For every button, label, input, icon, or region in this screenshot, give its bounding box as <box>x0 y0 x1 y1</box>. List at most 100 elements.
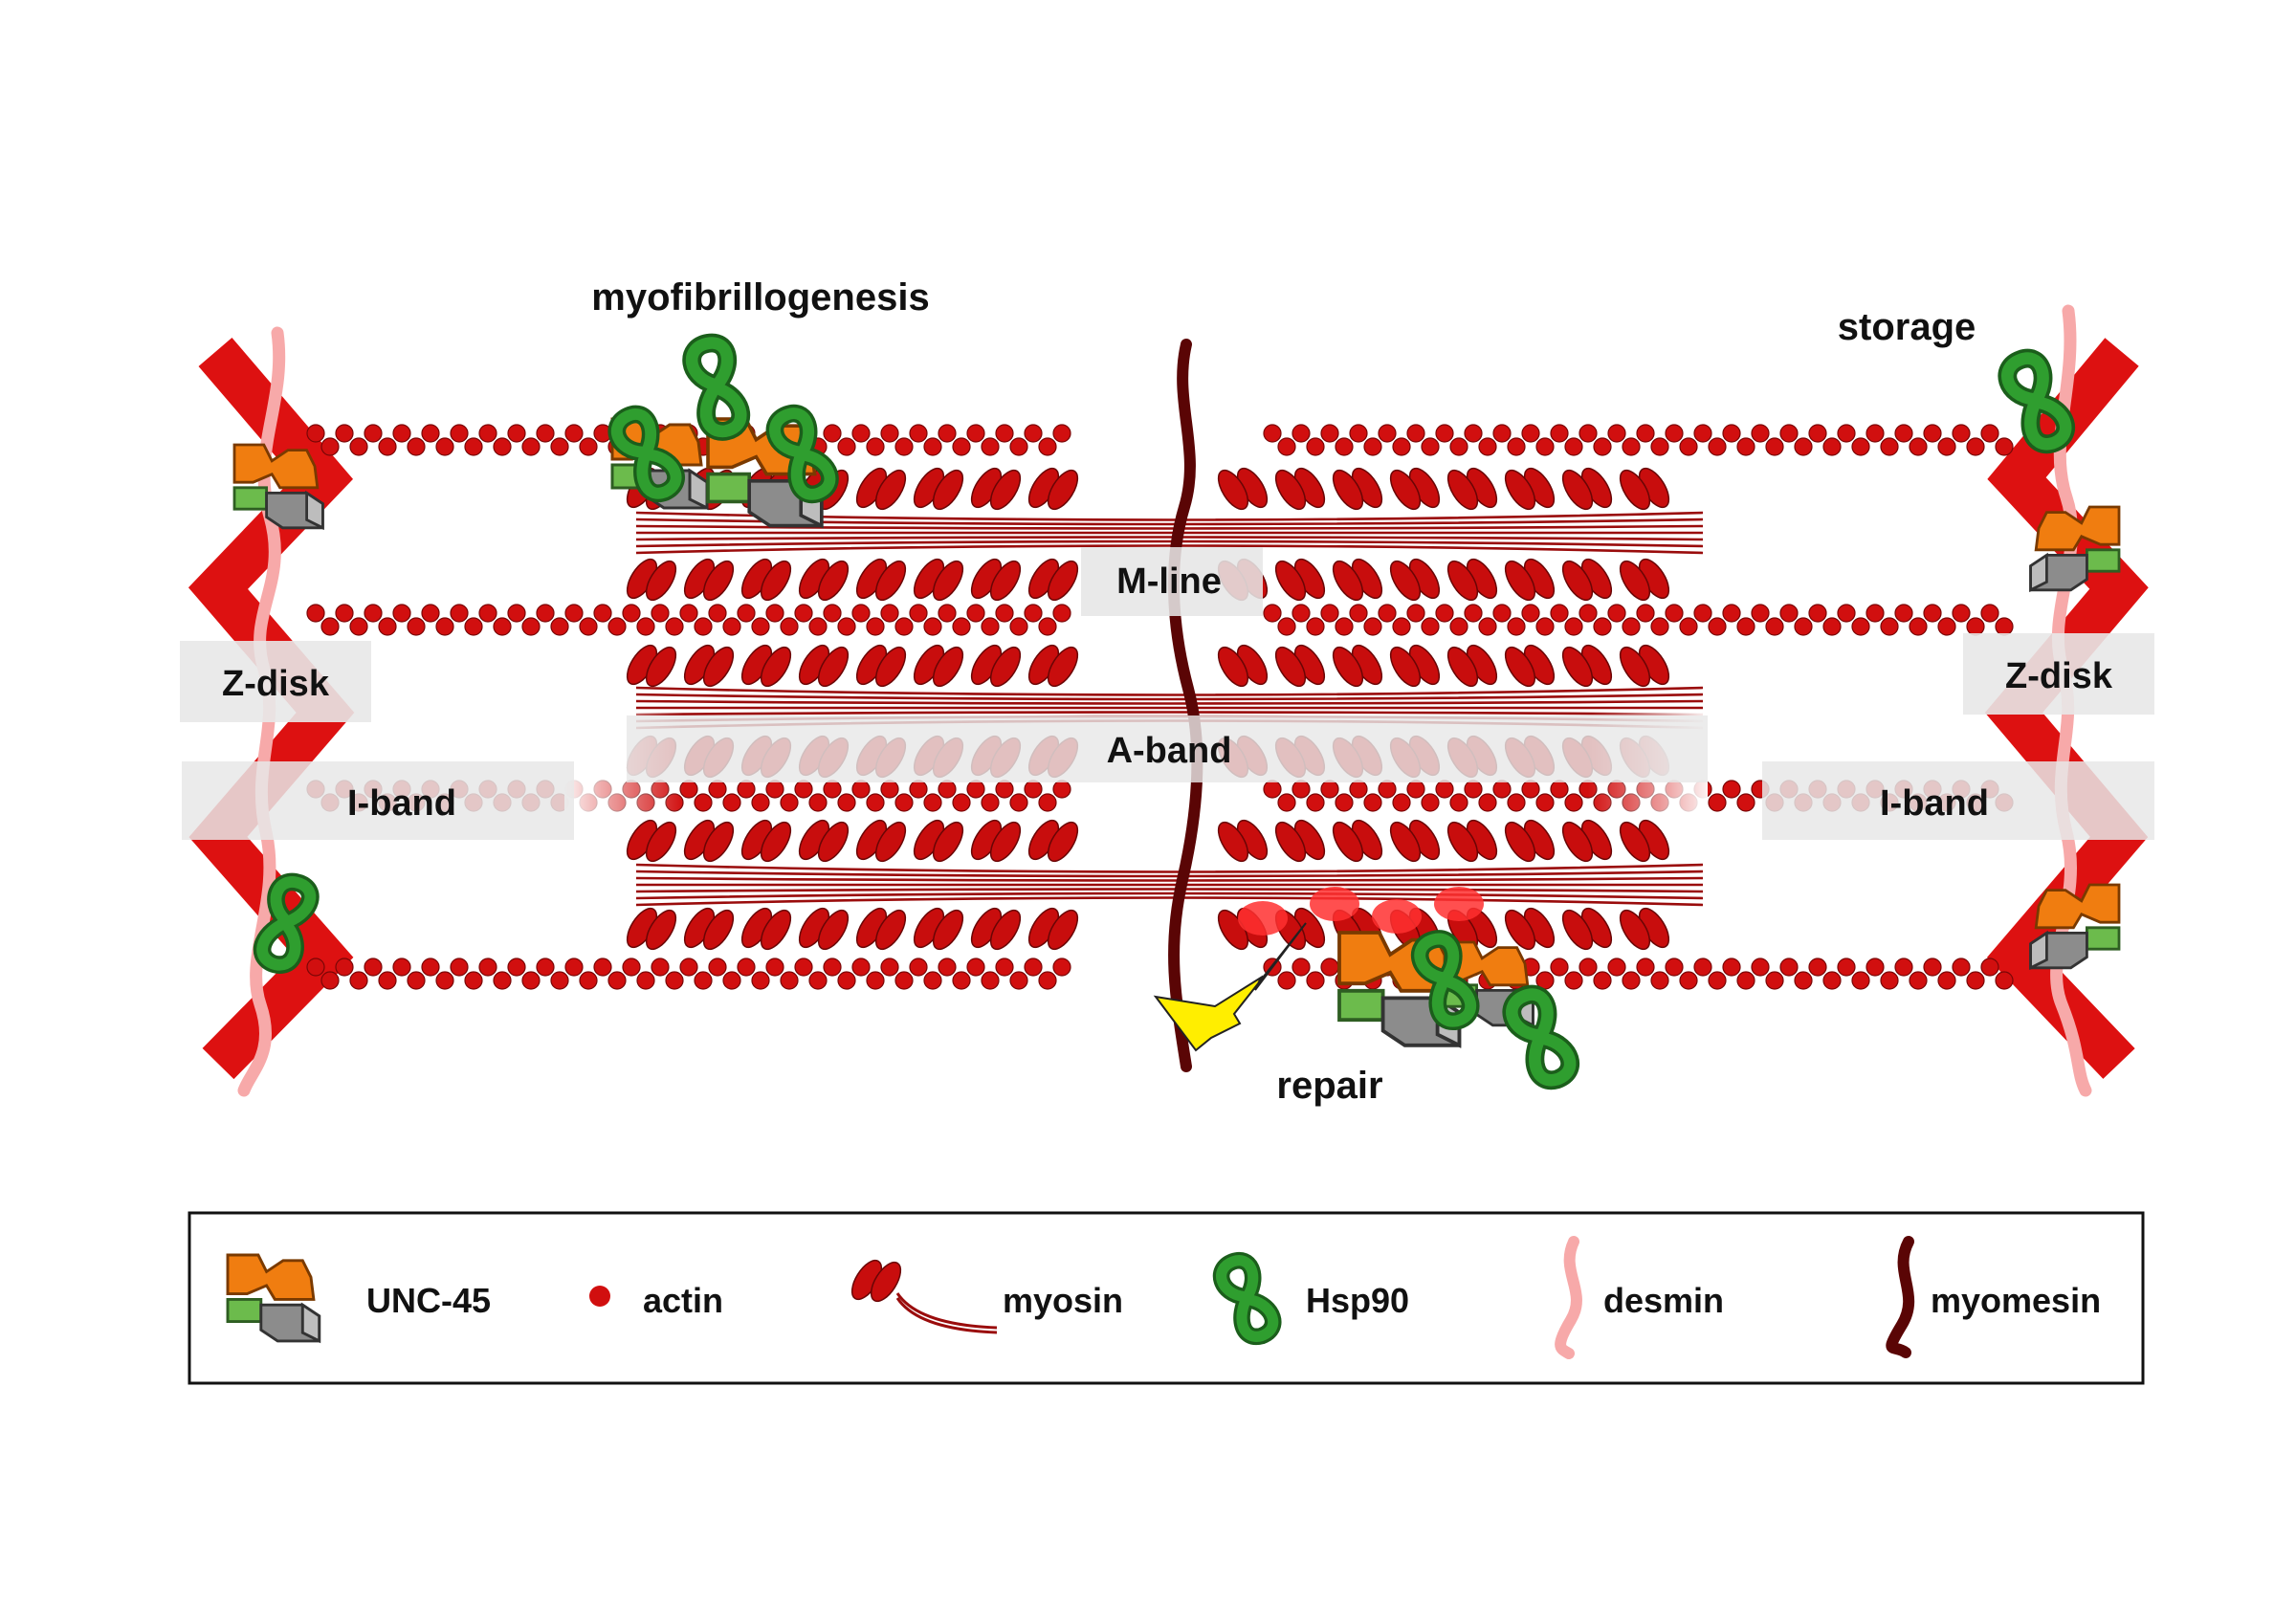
actin-bead <box>1306 971 1325 990</box>
actin-bead <box>1751 604 1770 623</box>
actin-bead <box>1779 424 1799 443</box>
actin-bead <box>1464 780 1483 799</box>
actin-bead <box>1052 780 1071 799</box>
actin-bead <box>694 793 713 812</box>
myomesin-strand <box>1167 339 1203 1072</box>
legend-myosin-icon <box>845 1254 998 1334</box>
actin-bead <box>1550 958 1569 977</box>
actin-bead <box>1564 617 1583 636</box>
actin-bead <box>1622 971 1641 990</box>
actin-bead <box>851 780 871 799</box>
actin-bead <box>665 971 684 990</box>
actin-bead <box>1736 617 1755 636</box>
actin-bead <box>837 793 856 812</box>
actin-bead <box>981 971 1000 990</box>
actin-bead <box>1535 437 1555 456</box>
unc45-protein <box>226 1253 321 1344</box>
actin-bead <box>1966 971 1985 990</box>
legend: UNC-45 actin myosin Hsp90 desmin myomesi… <box>188 1211 2145 1385</box>
actin-bead <box>966 780 985 799</box>
myosin-tail-line <box>635 863 1704 873</box>
actin-bead <box>1607 958 1626 977</box>
actin-bead <box>320 617 340 636</box>
myosin-head <box>792 553 855 606</box>
actin-bead <box>320 437 340 456</box>
actin-bead <box>1636 958 1655 977</box>
myofibrillogenesis-label: myofibrillogenesis <box>591 276 929 319</box>
actin-bead <box>1665 424 1684 443</box>
myosin-head <box>1269 639 1332 693</box>
myosin-head <box>964 462 1027 516</box>
actin-bead <box>794 958 813 977</box>
actin-bead <box>1277 793 1296 812</box>
actin-bead <box>1736 793 1755 812</box>
actin-bead <box>1923 604 1942 623</box>
actin-bead <box>1349 604 1368 623</box>
myosin-head <box>1498 639 1561 693</box>
actin-bead <box>1722 958 1741 977</box>
a-band-label-box <box>627 715 1708 782</box>
z-disk-left-label-box <box>180 641 371 722</box>
actin-bead <box>1306 793 1325 812</box>
myosin-head <box>1556 814 1619 868</box>
actin-bead <box>378 617 397 636</box>
myosin-head <box>850 902 913 956</box>
actin-bead <box>1052 958 1071 977</box>
actin-bead <box>1320 604 1339 623</box>
actin-bead <box>1808 958 1827 977</box>
actin-bead <box>636 971 655 990</box>
actin-bead <box>823 780 842 799</box>
actin-bead <box>880 958 899 977</box>
actin-bead <box>1822 971 1842 990</box>
actin-bead <box>1363 437 1382 456</box>
actin-bead <box>636 617 655 636</box>
actin-bead <box>1478 617 1497 636</box>
myosin-head <box>792 814 855 868</box>
actin-bead <box>851 958 871 977</box>
actin-bead <box>823 604 842 623</box>
legend-unc45-label: UNC-45 <box>366 1281 491 1320</box>
actin-bead <box>808 971 828 990</box>
actin-bead <box>1722 424 1741 443</box>
legend-actin-icon <box>589 1286 610 1307</box>
actin-bead <box>1306 437 1325 456</box>
actin-bead <box>1492 604 1512 623</box>
m-line-label-box <box>1081 547 1263 616</box>
actin-bead <box>1765 617 1784 636</box>
myosin-head <box>964 814 1027 868</box>
actin-bead <box>780 793 799 812</box>
actin-bead <box>981 617 1000 636</box>
myosin-head <box>735 553 798 606</box>
actin-bead <box>1822 617 1842 636</box>
actin-bead <box>1392 793 1411 812</box>
actin-bead <box>765 958 784 977</box>
actin-bead <box>1292 958 1311 977</box>
actin-bead <box>1765 971 1784 990</box>
actin-bead <box>1024 780 1043 799</box>
actin-bead <box>1736 437 1755 456</box>
actin-bead <box>536 604 555 623</box>
actin-bead <box>1722 604 1741 623</box>
actin-bead <box>1851 617 1870 636</box>
actin-bead <box>1349 780 1368 799</box>
actin-bead <box>751 793 770 812</box>
actin-bead <box>1894 424 1913 443</box>
actin-bead <box>421 424 440 443</box>
actin-bead <box>1708 617 1727 636</box>
actin-bead <box>1679 617 1698 636</box>
actin-bead <box>894 437 914 456</box>
actin-bead <box>880 780 899 799</box>
actin-bead <box>651 958 670 977</box>
actin-bead <box>1837 424 1856 443</box>
actin-bead <box>995 424 1014 443</box>
actin-bead <box>1009 793 1028 812</box>
actin-bead <box>1751 958 1770 977</box>
actin-bead <box>450 424 469 443</box>
damage-lightning-icon <box>1153 922 1307 1052</box>
actin-bead <box>1952 958 1971 977</box>
actin-bead <box>1038 617 1057 636</box>
actin-bead <box>737 958 756 977</box>
actin-bead <box>1478 437 1497 456</box>
hsp90-protein <box>607 405 685 503</box>
actin-bead <box>1492 780 1512 799</box>
